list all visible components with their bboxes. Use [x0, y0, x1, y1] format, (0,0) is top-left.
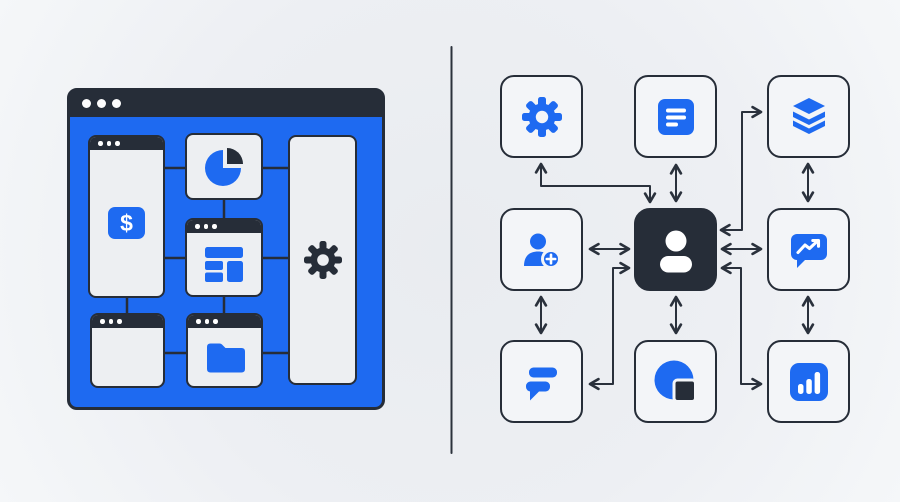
document-icon — [657, 98, 694, 135]
layout-window-card — [185, 218, 263, 297]
titlebar-dot — [117, 319, 122, 324]
node-pie-chart — [634, 340, 717, 423]
titlebar-dot — [98, 141, 103, 146]
node-document — [634, 75, 717, 158]
titlebar-dot — [213, 319, 218, 324]
layout-grid-icon — [205, 246, 243, 282]
bar-chart-icon — [789, 362, 828, 401]
node-layers — [767, 75, 850, 158]
card-titlebar — [90, 137, 163, 150]
dollar-label: $ — [120, 209, 133, 236]
browser-window-titlebar — [69, 90, 383, 117]
dollar-icon: $ — [108, 207, 145, 239]
window-control-dot — [82, 99, 91, 108]
node-chat-analytics — [767, 208, 850, 291]
person-icon — [659, 230, 692, 272]
node-comments — [500, 340, 583, 423]
folder-icon — [206, 343, 245, 372]
diagram-arrows — [534, 105, 815, 391]
gear-icon — [521, 96, 562, 137]
window-control-dot — [97, 99, 106, 108]
pie-chart-card — [185, 133, 263, 200]
node-bar-chart — [767, 340, 850, 423]
folder-window-card — [186, 313, 263, 388]
layers-stack-icon — [792, 97, 825, 134]
card-titlebar — [92, 315, 163, 328]
titlebar-dot — [212, 224, 217, 229]
arrow-gear-center — [534, 162, 657, 204]
titlebar-dot — [195, 224, 200, 229]
window-control-dot — [112, 99, 121, 108]
node-add-user — [500, 208, 583, 291]
arrow-center-layers — [719, 105, 763, 237]
titlebar-dot — [203, 224, 208, 229]
titlebar-dot — [115, 141, 120, 146]
card-titlebar — [187, 220, 261, 233]
titlebar-dot — [196, 319, 201, 324]
pie-chart-icon — [205, 147, 243, 186]
titlebar-dot — [108, 319, 113, 324]
titlebar-dot — [106, 141, 111, 146]
arrow-center-barchart — [720, 261, 763, 391]
user-add-icon — [523, 233, 561, 269]
pie-square-icon — [654, 360, 697, 403]
titlebar-dot — [100, 319, 105, 324]
window-card-connectors — [125, 166, 289, 355]
gear-icon — [303, 241, 342, 279]
arrow-center-comments — [588, 261, 631, 391]
titlebar-dot — [204, 319, 209, 324]
comments-icon — [525, 367, 557, 400]
finance-window-card: $ — [88, 135, 165, 298]
chat-trend-icon — [790, 233, 827, 268]
blank-window-card — [90, 313, 165, 388]
node-settings — [500, 75, 583, 158]
card-titlebar — [188, 315, 261, 328]
node-user-profile-center — [634, 208, 717, 291]
settings-panel-card — [288, 135, 357, 385]
